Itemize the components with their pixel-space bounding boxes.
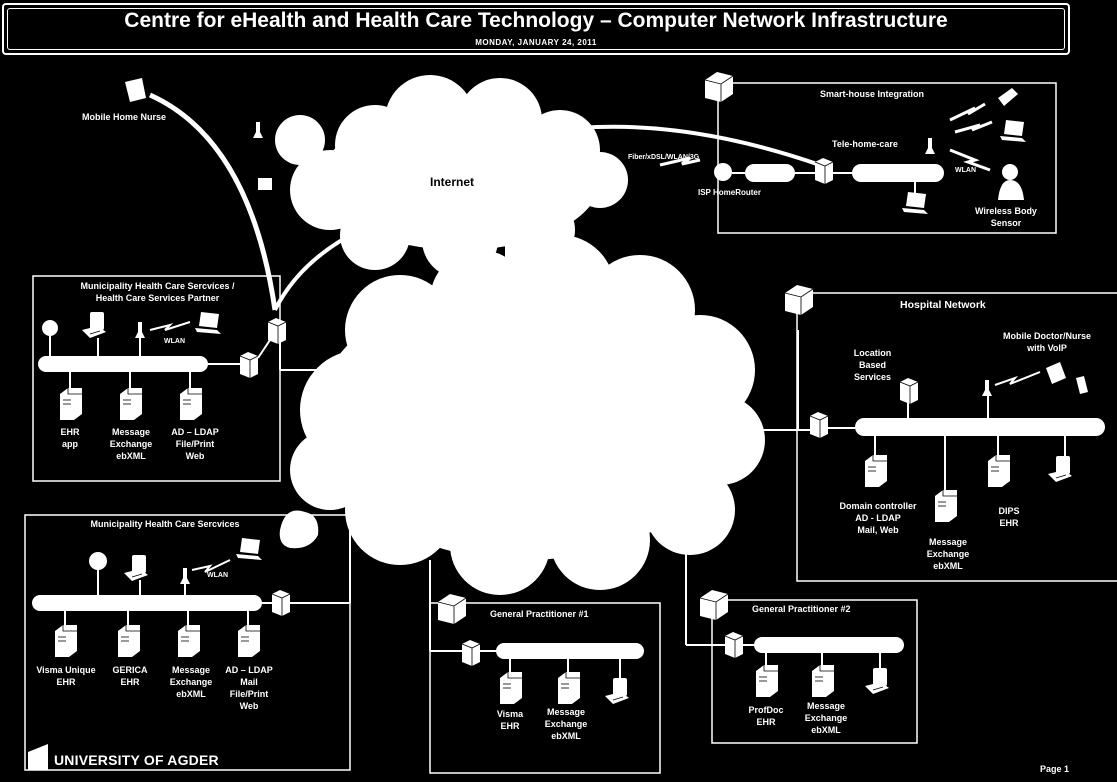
municipality-partner-title: Municipality Health Care Sercvices / Hea… <box>80 281 235 303</box>
gp2-server-label: ProfDoc EHR <box>748 705 784 727</box>
university-name: UNIVERSITY OF AGDER <box>54 752 219 768</box>
hospital-server-label: Message Exchange ebXML <box>926 537 970 571</box>
university-logo-mark <box>28 744 48 770</box>
isp-router-label: ISP HomeRouter <box>698 188 761 197</box>
municipality-server-label: Visma Unique EHR <box>36 665 96 687</box>
mobile-doctor-label: Mobile Doctor/Nurse with VoIP <box>1002 331 1091 353</box>
link-type-label: Fiber/xDSL/WLAN/3G <box>628 154 700 161</box>
gp1-title: General Practitioner #1 <box>490 609 589 619</box>
title-frame <box>2 3 1070 55</box>
municipality-title: Municipality Health Care Sercvices <box>90 519 240 529</box>
center-cloud <box>290 235 765 595</box>
page-title: Centre for eHealth and Health Care Techn… <box>124 9 948 32</box>
mobile-home-nurse-label: Mobile Home Nurse <box>82 112 167 122</box>
gp2-server-label: Message Exchange ebXML <box>804 701 848 735</box>
municipality-server-label: AD – LDAP Mail File/Print Web <box>225 665 273 711</box>
municipality-server-label: Message Exchange ebXML <box>169 665 213 699</box>
hospital-server-label: Domain controller AD - LDAP Mail, Web <box>839 501 917 535</box>
page-number: Page 1 <box>1040 764 1070 774</box>
smart-house-title: Smart-house Integration <box>820 89 925 99</box>
municipality-server-label: GERICA EHR <box>112 665 148 687</box>
location-services-label: Location Based Services <box>853 348 892 382</box>
partner-server-label: AD – LDAP File/Print Web <box>171 427 219 461</box>
page-date: Monday, January 24, 2011 <box>475 38 597 47</box>
smart-house-wlan-label: WLAN <box>955 167 976 174</box>
partner-server-label: Message Exchange ebXML <box>109 427 153 461</box>
gp1-server-label: Message Exchange ebXML <box>544 707 588 741</box>
internet-label: Internet <box>430 175 475 189</box>
tele-home-care-label: Tele-home-care <box>832 139 898 149</box>
partner-wlan-label: WLAN <box>164 338 185 345</box>
partner-server-label: EHR app <box>60 427 80 449</box>
hospital-title: Hospital Network <box>900 299 986 311</box>
wireless-body-sensor-label: Wireless Body Sensor <box>975 206 1037 228</box>
gp1-server-label: Visma EHR <box>496 709 524 731</box>
municipality-wlan-label: WLAN <box>207 572 228 579</box>
hospital-server-label: DIPS EHR <box>998 506 1020 528</box>
gp2-title: General Practitioner #2 <box>752 604 851 614</box>
